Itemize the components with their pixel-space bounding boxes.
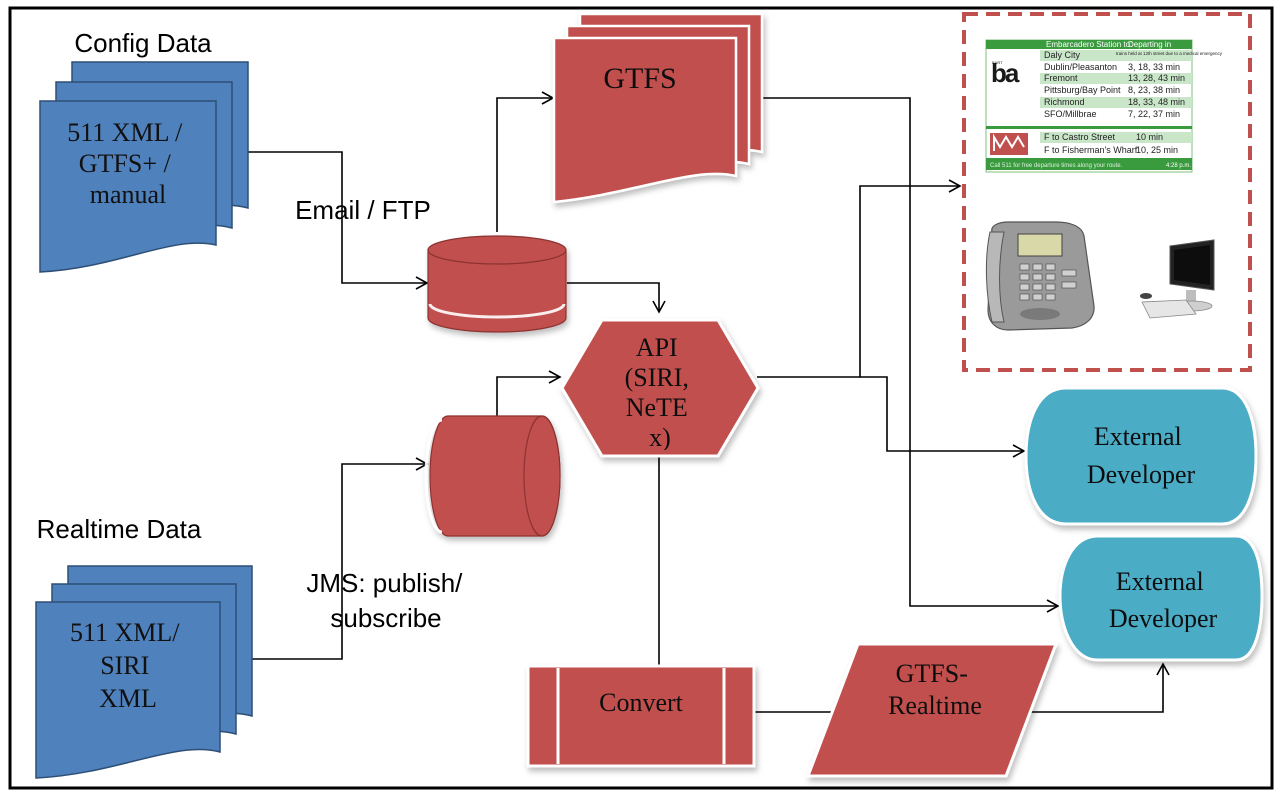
bart-logo-text: ba [991, 58, 1020, 88]
gtfs-document-stack: GTFS [552, 12, 764, 204]
sign-row-dest: Pittsburg/Bay Point [1044, 85, 1121, 95]
sign-row-time: trains held at 12th street due to a medi… [1116, 51, 1223, 56]
sign-row-dest: SFO/Millbrae [1044, 109, 1097, 119]
gtfs-realtime-text: GTFS- Realtime [888, 659, 982, 720]
config-document-text: 511 XML / GTFS+ / manual [67, 118, 189, 209]
sign-row-dest: Dublin/Pleasanton [1044, 62, 1117, 72]
convert-label: Convert [599, 688, 684, 717]
sign-header-station: Embarcadero Station to: [1046, 40, 1132, 49]
sign-row-time: 8, 23, 38 min [1128, 85, 1180, 95]
arrow-database-to-gtfs [496, 91, 555, 232]
jms-label: JMS: publish/ subscribe [306, 568, 469, 633]
arrow-database-to-api [567, 282, 666, 314]
connectors [248, 91, 1170, 713]
external-developer-2: External Developer [1058, 534, 1264, 662]
sign-row-dest: F to Castro Street [1044, 132, 1116, 142]
sign-row-time: 10, 25 min [1136, 145, 1178, 155]
sign-row-time: 3, 18, 33 min [1128, 62, 1180, 72]
message-queue-cylinder [424, 415, 561, 537]
gtfs-realtime-data: GTFS- Realtime [805, 642, 1059, 778]
arrow-gtfs-realtime-to-developer-2 [1021, 662, 1170, 713]
arrow-config-to-database [248, 151, 429, 290]
arrow-realtime-to-queue [252, 457, 429, 660]
email-ftp-label: Email / FTP [295, 195, 431, 225]
arrow-api-to-displays [757, 179, 962, 378]
config-data-document-stack: 511 XML / GTFS+ / manual [39, 61, 249, 273]
sign-row-dest: F to Fisherman's Wharf [1044, 145, 1138, 155]
sign-footer-time: 4:28 p.m. [1166, 163, 1191, 169]
external-developer-2-text: External Developer [1109, 567, 1218, 633]
sign-row-dest: Richmond [1044, 97, 1085, 107]
departure-sign-image: Embarcadero Station to: Departing in ba … [985, 39, 1223, 173]
api-hexagon: API (SIRI, NeTE x) [560, 318, 760, 458]
diagram-frame [8, 6, 1274, 790]
bart-logo-small: BART [992, 60, 1003, 65]
database-cylinder [427, 235, 567, 333]
computer-icon [1140, 239, 1215, 319]
sign-footer-text: Call 511 for free departure times along … [990, 163, 1123, 169]
sign-row-time: 18, 33, 48 min [1128, 97, 1185, 107]
sign-row-time: 10 min [1136, 132, 1163, 142]
gtfs-label: GTFS [603, 62, 676, 95]
sign-header-departing: Departing in [1128, 40, 1171, 49]
sign-row-dest: Daly City [1044, 50, 1081, 60]
bart-logo-icon [994, 58, 1022, 82]
arrow-api-to-developer-1 [860, 376, 1026, 458]
external-developer-1: External Developer [1024, 386, 1258, 526]
config-data-label: Config Data [74, 28, 212, 58]
realtime-document-text: 511 XML/ SIRI XML [70, 618, 186, 713]
sign-row-dest: Fremont [1044, 73, 1078, 83]
convert-process: Convert [526, 664, 756, 768]
sign-row-time: 7, 22, 37 min [1128, 109, 1180, 119]
external-developer-1-text: External Developer [1087, 422, 1196, 489]
arrow-queue-to-api [496, 370, 562, 417]
api-text: API (SIRI, NeTE x) [625, 333, 696, 452]
arrow-gtfs-to-developer-2 [762, 97, 1060, 613]
sign-row-time: 13, 28, 43 min [1128, 73, 1185, 83]
desk-phone-icon [985, 221, 1095, 331]
realtime-data-label: Realtime Data [37, 514, 202, 544]
realtime-data-document-stack: 511 XML/ SIRI XML [35, 565, 253, 779]
